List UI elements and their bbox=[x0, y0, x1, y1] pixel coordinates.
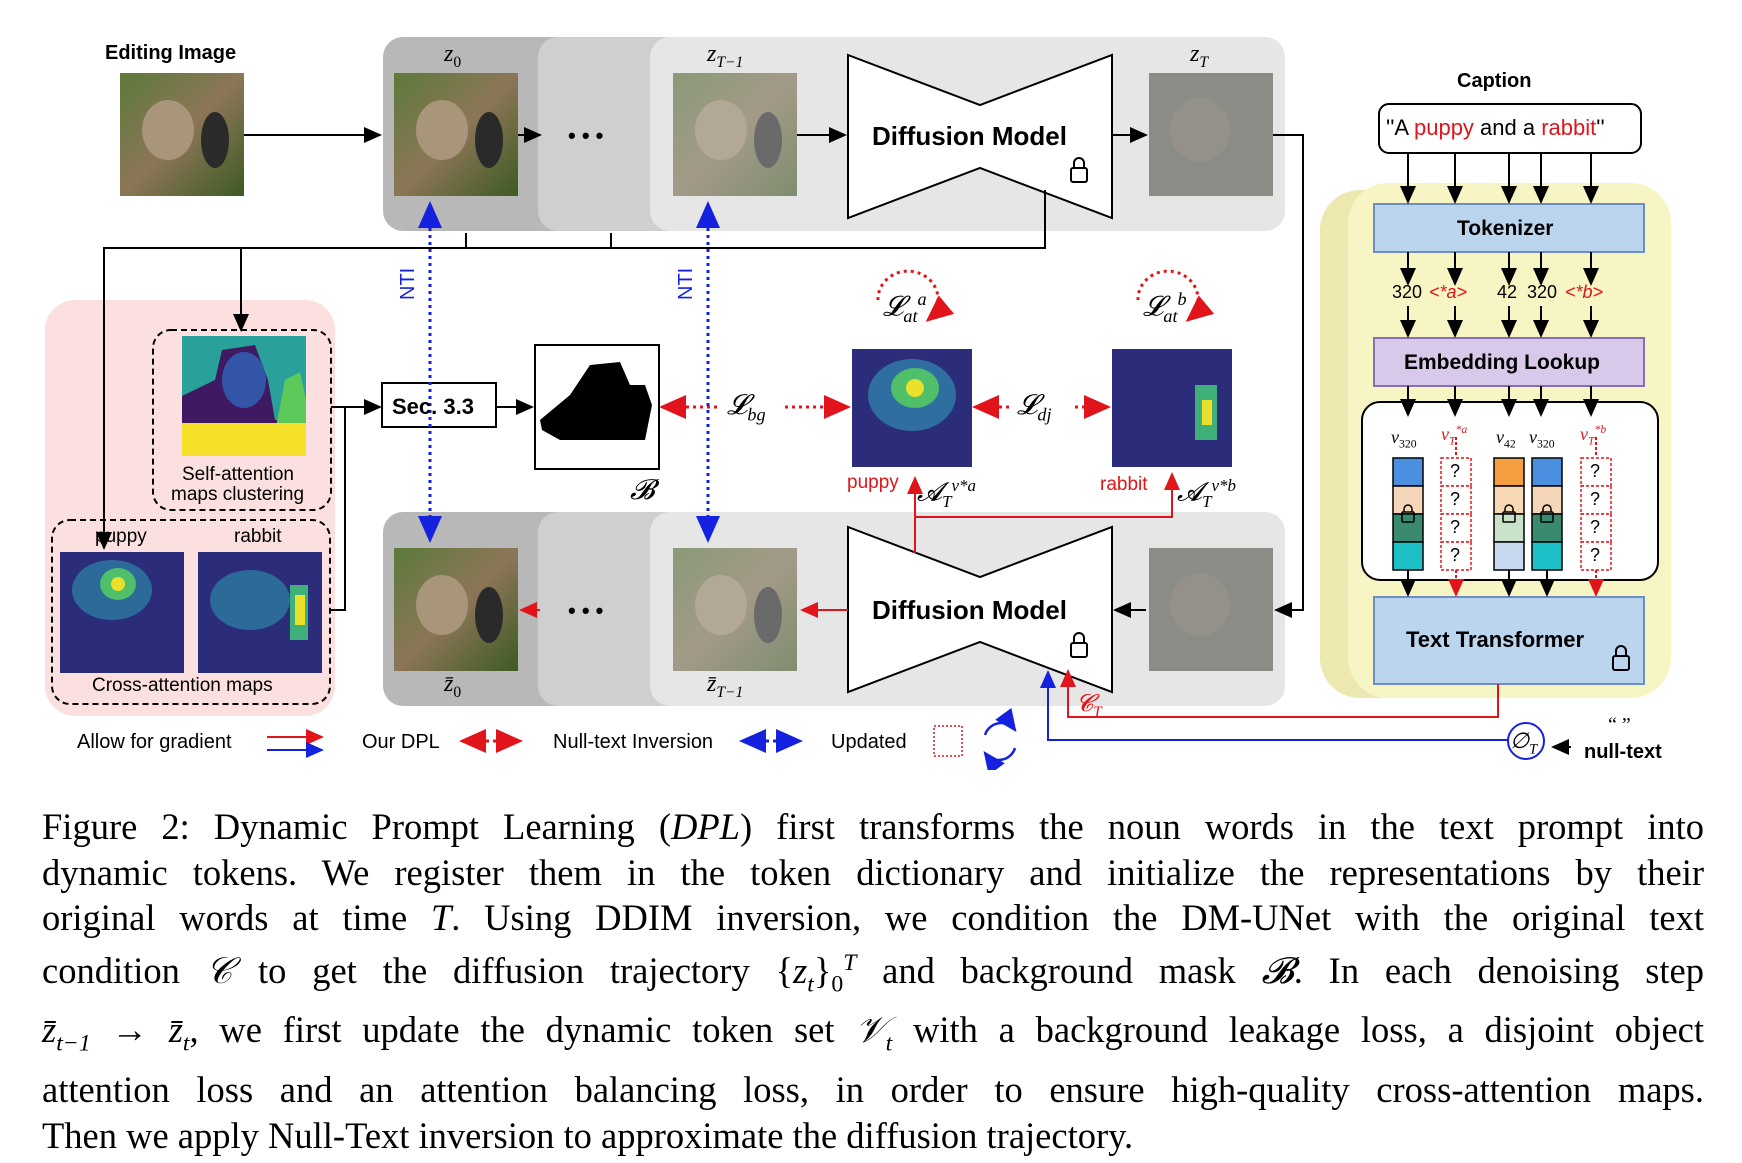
diffusion-model-label: Diffusion Model bbox=[872, 595, 1067, 625]
zT-label: zT bbox=[1190, 41, 1209, 71]
legend-updated: Updated bbox=[831, 731, 907, 753]
zbar0-label: z̄0 bbox=[444, 671, 462, 701]
method-figure: Editing Image Caption ''A puppy and a ra… bbox=[45, 37, 1671, 770]
attention-word-puppy: puppy bbox=[847, 472, 899, 493]
zT1-label: zT−1 bbox=[707, 41, 744, 71]
null-symbol: ∅T bbox=[1510, 728, 1538, 758]
legend-dpl: Our DPL bbox=[362, 731, 440, 753]
figure-graphics bbox=[45, 37, 1671, 770]
attention-A-a: 𝓐Tv*a bbox=[917, 476, 976, 511]
cross-attention-box bbox=[51, 519, 331, 705]
self-attention-label: Self-attention bbox=[182, 464, 294, 485]
tokenizer-box bbox=[1373, 203, 1645, 253]
loss-at-b: 𝓛atb bbox=[1143, 289, 1187, 326]
vector-label: vT*a bbox=[1441, 423, 1468, 448]
embedding-box bbox=[1373, 337, 1645, 387]
tokenizer-label: Tokenizer bbox=[1457, 217, 1554, 240]
caption-prompt: ''A puppy and a rabbit'' bbox=[1386, 115, 1605, 140]
caption-line: dynamic tokens. We register them in the … bbox=[42, 851, 1704, 893]
mask-label: 𝓑 bbox=[630, 475, 655, 506]
question-mark: ? bbox=[1590, 461, 1601, 481]
nti-label: NTI bbox=[675, 267, 697, 300]
vector-v320-b bbox=[1531, 457, 1563, 571]
question-mark: ? bbox=[1590, 545, 1601, 565]
text-transformer-label: Text Transformer bbox=[1406, 627, 1585, 652]
caption-line: attention loss and an attention balancin… bbox=[42, 1069, 1704, 1111]
caption-line: condition 𝒞 to get the diffusion traject… bbox=[42, 949, 1705, 997]
cross-map-word: puppy bbox=[95, 526, 147, 547]
caption-line: Figure 2: Dynamic Prompt Learning (DPL) … bbox=[42, 806, 1704, 847]
legend-gradient: Allow for gradient bbox=[77, 731, 232, 753]
sec-label: Sec. 3.3 bbox=[392, 394, 474, 419]
null-symbol-circle bbox=[1507, 722, 1545, 760]
token-id: 320 bbox=[1527, 282, 1558, 302]
zbarT1-label: z̄T−1 bbox=[707, 671, 744, 701]
ellipsis: • • • bbox=[568, 598, 604, 623]
diffusion-model-bottom-shape bbox=[847, 525, 1113, 694]
vector-label: v320 bbox=[1391, 427, 1417, 451]
caption-line: Then we apply Null-Text inversion to app… bbox=[42, 1114, 1134, 1156]
token-id: 320 bbox=[1392, 282, 1423, 302]
lock-icon bbox=[1070, 157, 1088, 183]
loss-at-a: 𝓛ata bbox=[883, 289, 927, 326]
loss-dj: 𝓛dj bbox=[1017, 390, 1052, 425]
cross-map-word: rabbit bbox=[234, 526, 282, 547]
question-mark: ? bbox=[1450, 489, 1461, 509]
question-mark: ? bbox=[1590, 517, 1601, 537]
caption-label: Caption bbox=[1457, 70, 1532, 92]
cross-attention-label: Cross-attention maps bbox=[92, 675, 273, 696]
nti-label: NTI bbox=[397, 267, 419, 300]
caption-line: z̄t−1 → z̄t, we first update the dynamic… bbox=[42, 1009, 1704, 1057]
vector-vb bbox=[1580, 457, 1612, 571]
figure-caption: Figure 2: Dynamic Prompt Learning (DPL) … bbox=[42, 804, 1704, 1158]
vector-label: v320 bbox=[1529, 427, 1555, 451]
null-text-quotes: “ ” bbox=[1608, 714, 1631, 736]
token-id: 42 bbox=[1497, 282, 1518, 302]
lock-icon bbox=[1070, 632, 1088, 658]
diffusion-model-top-shape bbox=[847, 53, 1113, 220]
question-mark: ? bbox=[1450, 545, 1461, 565]
refresh-icon bbox=[983, 707, 1017, 770]
question-mark: ? bbox=[1450, 517, 1461, 537]
updated-box-icon bbox=[933, 725, 963, 757]
vector-label: vT*b bbox=[1580, 423, 1607, 448]
z0-label: z0 bbox=[444, 41, 462, 71]
vector-v320-a bbox=[1392, 457, 1424, 571]
legend-nti: Null-text Inversion bbox=[553, 731, 714, 753]
vector-v42 bbox=[1493, 457, 1525, 571]
attention-word-rabbit: rabbit bbox=[1100, 474, 1148, 495]
ellipsis: • • • bbox=[568, 123, 604, 148]
lock-icon bbox=[1612, 645, 1630, 671]
loss-bg: 𝓛bg bbox=[727, 390, 766, 425]
null-text-label: null-text bbox=[1584, 741, 1662, 763]
embedding-label: Embedding Lookup bbox=[1404, 351, 1600, 374]
vector-va bbox=[1440, 457, 1472, 571]
token-id: <*a> bbox=[1429, 282, 1468, 302]
condition-label: 𝓒T bbox=[1076, 691, 1102, 721]
text-transformer-box bbox=[1373, 596, 1645, 685]
caption-line: original words at time T. Using DDIM inv… bbox=[42, 897, 1704, 938]
diffusion-model-label: Diffusion Model bbox=[872, 121, 1067, 151]
self-attention-label: maps clustering bbox=[171, 484, 305, 505]
question-mark: ? bbox=[1590, 489, 1601, 509]
attention-A-b: 𝓐Tv*b bbox=[1177, 476, 1236, 511]
vector-label: v42 bbox=[1496, 427, 1516, 451]
editing-image-label: Editing Image bbox=[105, 42, 237, 64]
token-id: <*b> bbox=[1565, 282, 1604, 302]
question-mark: ? bbox=[1450, 461, 1461, 481]
